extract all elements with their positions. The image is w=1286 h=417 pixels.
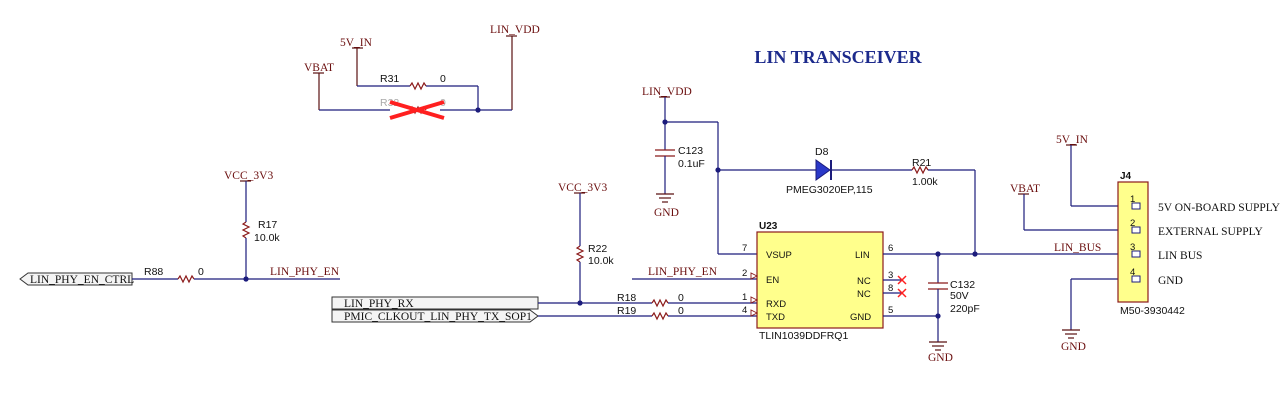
enable-control-block: VCC_3V3 R17 10.0k LIN_PHY_EN_CTRL R88 0 … bbox=[19, 170, 340, 286]
u23-pin5-num: 5 bbox=[888, 305, 893, 316]
c123-value: 0.1uF bbox=[678, 158, 705, 170]
r19-ref: R19 bbox=[617, 305, 636, 317]
net-vcc-3v3-b: VCC_3V3 bbox=[558, 182, 607, 194]
u23-pin7-name: VSUP bbox=[766, 250, 792, 261]
c132-voltage: 50V bbox=[950, 290, 969, 302]
u23-pin7-num: 7 bbox=[742, 243, 747, 254]
j4-value: M50-3930442 bbox=[1120, 305, 1185, 317]
gnd-symbol-c132 bbox=[929, 341, 947, 351]
supply-filter-block: LIN_VDD C123 0.1uF GND D8 PMEG3020EP,115… bbox=[642, 86, 976, 255]
r88-ref: R88 bbox=[144, 266, 163, 278]
j4-pin3-label: LIN BUS bbox=[1158, 250, 1202, 262]
j4-pin2-num: 2 bbox=[1130, 218, 1135, 229]
r31-value: 0 bbox=[440, 73, 446, 85]
r18-value: 0 bbox=[678, 292, 684, 304]
r19-value: 0 bbox=[678, 305, 684, 317]
net-vbat-top: VBAT bbox=[304, 62, 334, 74]
c132-ref: C132 bbox=[950, 279, 975, 291]
r88-value: 0 bbox=[198, 266, 204, 278]
u23-pin4-name: TXD bbox=[766, 312, 785, 323]
r17-value: 10.0k bbox=[254, 232, 280, 244]
r17-ref: R17 bbox=[258, 219, 277, 231]
port-pmic-clkout-label: PMIC_CLKOUT_LIN_PHY_TX_SOP1 bbox=[344, 311, 532, 323]
r22-resistor bbox=[575, 245, 585, 263]
j4-connector: 5V_IN VBAT GND J4 M50-3930442 1 5V ON-BO… bbox=[1010, 134, 1281, 353]
net-lin-vdd-mid: LIN_VDD bbox=[642, 86, 692, 98]
r22-value: 10.0k bbox=[588, 255, 614, 267]
r17-resistor bbox=[241, 221, 251, 239]
net-gnd-c132: GND bbox=[928, 352, 953, 364]
rx-tx-block: VCC_3V3 R22 10.0k LIN_PHY_RX PMIC_CLKOUT… bbox=[331, 182, 757, 323]
u23-pin4-num: 4 bbox=[742, 305, 747, 316]
r88-resistor bbox=[177, 274, 195, 284]
r18-ref: R18 bbox=[617, 292, 636, 304]
nc-markers bbox=[897, 275, 907, 298]
net-lin-phy-en-a: LIN_PHY_EN bbox=[270, 266, 340, 278]
c132-value: 220pF bbox=[950, 303, 980, 315]
d8-value: PMEG3020EP,115 bbox=[786, 184, 873, 196]
u23-body bbox=[756, 231, 884, 329]
u23-pin3-name: NC bbox=[857, 276, 871, 287]
j4-pin3-num: 3 bbox=[1130, 242, 1135, 253]
net-lin-phy-en-b: LIN_PHY_EN bbox=[648, 266, 718, 278]
u23-pin8-name: NC bbox=[857, 289, 871, 300]
u23-pin6-num: 6 bbox=[888, 243, 893, 254]
lin-bus-block: LIN_BUS C132 50V 220pF GND bbox=[883, 242, 1118, 364]
schematic-title: LIN TRANSCEIVER bbox=[754, 47, 922, 67]
u23-pin5-name: GND bbox=[850, 312, 871, 323]
d8-diode bbox=[815, 159, 831, 181]
port-lin-phy-rx-label: LIN_PHY_RX bbox=[344, 298, 414, 310]
u23-ic: U23 TLIN1039DDFRQ1 7 VSUP 2 EN 1 RXD 4 T… bbox=[742, 221, 907, 342]
r21-resistor bbox=[911, 165, 929, 175]
r18-resistor bbox=[651, 298, 669, 308]
u23-pin2-name: EN bbox=[766, 275, 779, 286]
r22-ref: R22 bbox=[588, 243, 607, 255]
net-vcc-3v3-a: VCC_3V3 bbox=[224, 170, 273, 182]
u23-pin8-num: 8 bbox=[888, 283, 893, 294]
port-lin-phy-en-ctrl-label: LIN_PHY_EN_CTRL bbox=[30, 274, 134, 286]
c123-ref: C123 bbox=[678, 145, 703, 157]
j4-pin4-num: 4 bbox=[1130, 267, 1135, 278]
j4-pin1-label: 5V ON-BOARD SUPPLY bbox=[1158, 202, 1281, 214]
net-gnd-j4: GND bbox=[1061, 341, 1086, 353]
gnd-symbol-j4 bbox=[1062, 329, 1080, 339]
supply-select-block: 5V_IN LIN_VDD VBAT R31 0 R32 0 bbox=[304, 24, 540, 120]
r31-ref: R31 bbox=[380, 73, 399, 85]
net-vbat-right: VBAT bbox=[1010, 183, 1040, 195]
u23-pin3-num: 3 bbox=[888, 270, 893, 281]
port-pmic-clkout bbox=[331, 309, 539, 323]
net-lin-vdd-top: LIN_VDD bbox=[490, 24, 540, 36]
r31-resistor bbox=[409, 81, 427, 91]
u23-value: TLIN1039DDFRQ1 bbox=[759, 330, 848, 342]
r21-ref: R21 bbox=[912, 157, 931, 169]
gnd-symbol-c123 bbox=[656, 193, 674, 203]
net-5v-in-top: 5V_IN bbox=[340, 37, 373, 49]
u23-pin1-name: RXD bbox=[766, 299, 786, 310]
j4-pin4-label: GND bbox=[1158, 275, 1183, 287]
u23-ref: U23 bbox=[759, 221, 778, 232]
u23-pin1-num: 1 bbox=[742, 292, 747, 303]
j4-pin1-num: 1 bbox=[1130, 194, 1135, 205]
d8-ref: D8 bbox=[815, 146, 829, 158]
r19-resistor bbox=[651, 311, 669, 321]
j4-ref: J4 bbox=[1120, 171, 1132, 182]
r21-value: 1.00k bbox=[912, 176, 938, 188]
u23-pin2-num: 2 bbox=[742, 268, 747, 279]
net-5v-in-right: 5V_IN bbox=[1056, 134, 1089, 146]
net-gnd-c123: GND bbox=[654, 207, 679, 219]
j4-pin2-label: EXTERNAL SUPPLY bbox=[1158, 226, 1263, 238]
port-lin-phy-rx bbox=[331, 296, 539, 310]
net-lin-bus: LIN_BUS bbox=[1054, 242, 1101, 254]
u23-pin6-name: LIN bbox=[855, 250, 870, 261]
